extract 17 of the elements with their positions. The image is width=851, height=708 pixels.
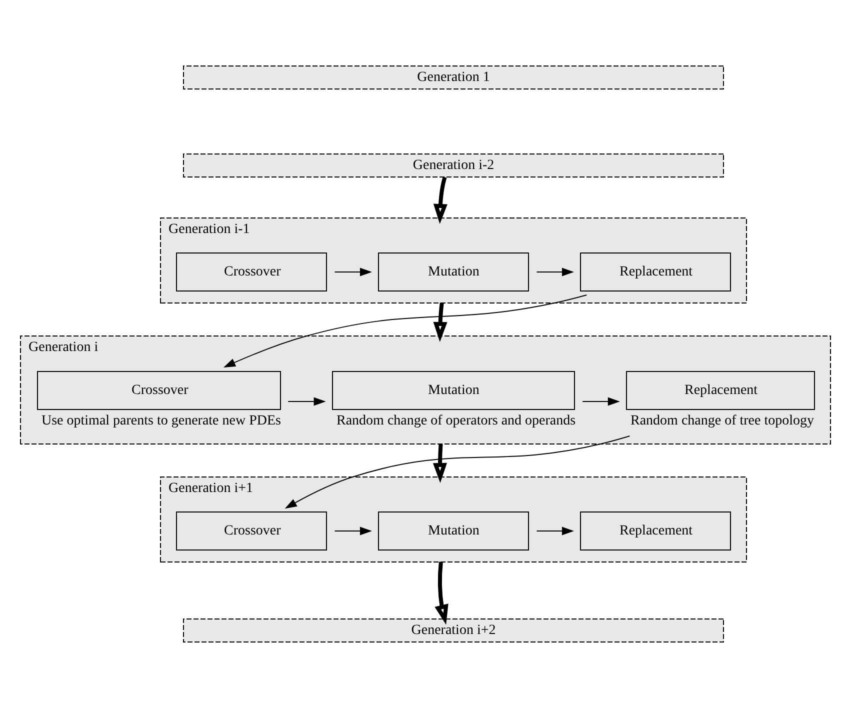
arrow (334, 268, 372, 276)
node-label: Random change of operators and operands (336, 414, 576, 429)
node-box: Generation i+2 (183, 618, 724, 642)
node-label: Use optimal parents to generate new PDEs (42, 414, 281, 429)
arrow (434, 562, 448, 625)
arrow (433, 176, 448, 224)
arrow (288, 397, 326, 406)
arrow (582, 397, 620, 406)
arrow (432, 444, 447, 484)
arrow (284, 436, 630, 509)
arrow (334, 526, 372, 536)
node-box: Generation i-2 (183, 154, 724, 178)
arrow (433, 302, 448, 342)
node-box: Generation 1 (183, 66, 724, 90)
arrow (536, 268, 574, 276)
arrow (536, 526, 574, 536)
node-label: Random change of tree topology (630, 414, 814, 429)
